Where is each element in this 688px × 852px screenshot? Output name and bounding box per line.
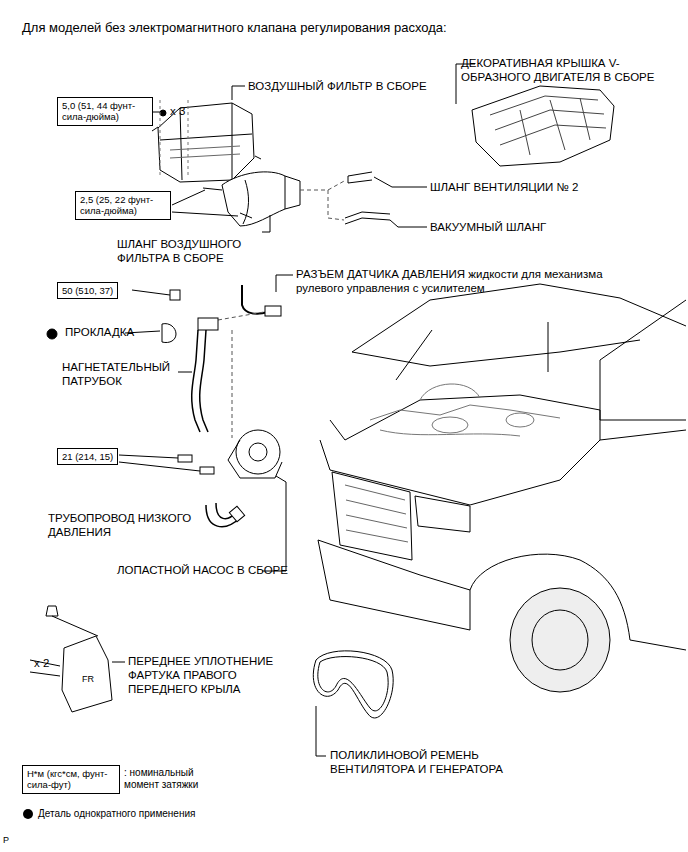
part-label: ВАКУУМНЫЙ ШЛАНГ (430, 221, 546, 235)
torque-box: 50 (510, 37) (57, 282, 118, 299)
single-use-dot (23, 809, 33, 819)
part-label: ТРУБОПРОВОД НИЗКОГО ДАВЛЕНИЯ (48, 512, 200, 540)
direction-mark: FR (82, 674, 94, 685)
torque-value: 2,5 (25, 22 фунт-сила-дюйма) (80, 194, 166, 217)
legend-text: : номинальный момент затяжки (124, 767, 212, 791)
torque-value: 50 (510, 37) (62, 285, 113, 296)
torque-box: 21 (214, 15) (57, 448, 118, 465)
part-label: ПРОКЛАДКА (65, 326, 134, 340)
part-label: ШЛАНГ ВОЗДУШНОГО ФИЛЬТРА В СБОРЕ (117, 238, 247, 266)
figure-title: Для моделей без электромагнитного клапан… (22, 20, 447, 35)
part-label: ЛОПАСТНОЙ НАСОС В СБОРЕ (117, 564, 288, 578)
part-label: РАЗЪЕМ ДАТЧИКА ДАВЛЕНИЯ жидкости для мех… (296, 268, 618, 296)
quantity-note: x 2 (34, 657, 49, 671)
part-label: ДЕКОРАТИВНАЯ КРЫШКА V-ОБРАЗНОГО ДВИГАТЕЛ… (461, 57, 683, 85)
torque-value: Н*м (кгс*см, фунт-сила-фут) (27, 768, 115, 791)
torque-value: 5,0 (51, 44 фунт-сила-дюйма) (62, 100, 148, 123)
part-label: НАГНЕТАТЕЛЬНЫЙ ПАТРУБОК (62, 361, 180, 389)
legend-text: Деталь однократного применения (38, 808, 195, 820)
part-label: ВОЗДУШНЫЙ ФИЛЬТР В СБОРЕ (248, 80, 427, 94)
torque-box: 2,5 (25, 22 фунт-сила-дюйма) (75, 191, 171, 220)
part-label: ШЛАНГ ВЕНТИЛЯЦИИ № 2 (430, 181, 578, 195)
part-label: ПОЛИКЛИНОВОЙ РЕМЕНЬ ВЕНТИЛЯТОРА И ГЕНЕРА… (330, 749, 522, 777)
torque-box: 5,0 (51, 44 фунт-сила-дюйма) (57, 97, 153, 126)
part-label: ПЕРЕДНЕЕ УПЛОТНЕНИЕ ФАРТУКА ПРАВОГО ПЕРЕ… (128, 655, 280, 696)
torque-value: 21 (214, 15) (62, 451, 113, 462)
quantity-note: x 3 (170, 105, 185, 119)
page-mark: P (3, 835, 9, 846)
torque-box: Н*м (кгс*см, фунт-сила-фут) (22, 765, 120, 794)
